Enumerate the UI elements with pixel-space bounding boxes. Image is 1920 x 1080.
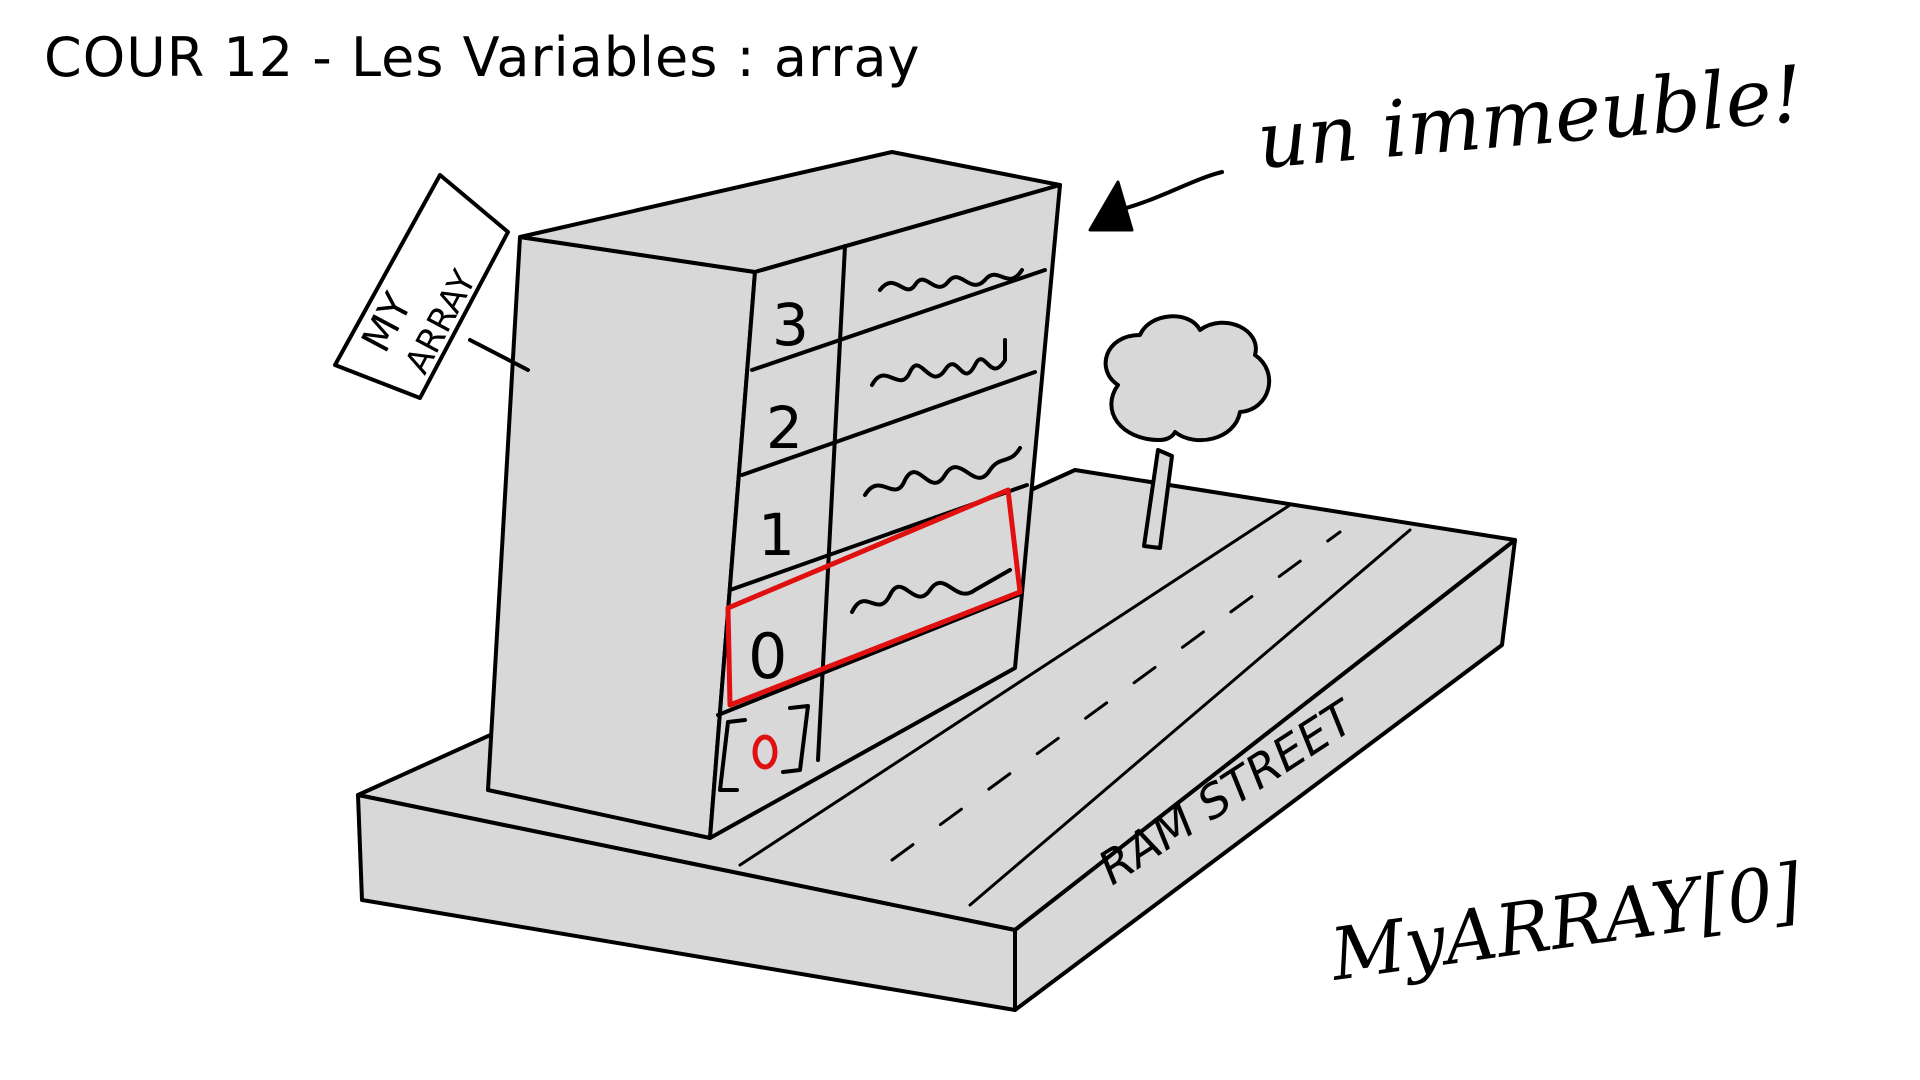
floor-line-2 — [740, 370, 1037, 477]
floor-line-0 — [716, 593, 1020, 717]
page-title: COUR 12 - Les Variables : array — [44, 26, 921, 89]
floor-values — [850, 268, 1024, 614]
building-side — [486, 235, 757, 840]
array-sign: MY ARRAY — [333, 173, 530, 400]
bottom-expression: MyARRAY[0] — [1324, 848, 1807, 997]
tree-drawing — [1103, 314, 1272, 550]
annotation-arrow — [1088, 170, 1224, 232]
slab-side — [1013, 538, 1517, 1012]
floor-value-1 — [863, 446, 1022, 497]
annotation-text: un immeuble! — [1254, 50, 1807, 187]
road-edge-left — [738, 503, 1292, 867]
arrow-shaft — [1110, 170, 1224, 214]
ground-index-label — [718, 704, 810, 792]
floor-index-2: 2 — [766, 394, 803, 462]
building — [486, 150, 1062, 840]
floor-line-3 — [750, 268, 1047, 372]
floor-value-0 — [850, 568, 1012, 614]
tree-crown — [1103, 314, 1272, 443]
floor-value-2 — [870, 338, 1007, 387]
ground-index-zero — [752, 734, 778, 770]
bracket-left — [718, 718, 747, 792]
floor-value-3 — [878, 268, 1024, 292]
sign-board — [333, 173, 510, 400]
tree-trunk — [1142, 448, 1174, 550]
floor-index-3: 3 — [772, 291, 809, 359]
bracket-right — [781, 704, 810, 774]
building-front — [708, 183, 1062, 840]
floor-index-1: 1 — [758, 501, 795, 569]
floor-index-0: 0 — [748, 620, 787, 693]
highlight-box — [725, 487, 1023, 708]
sign-pole — [468, 338, 530, 372]
road-edge-right — [968, 528, 1412, 907]
arrow-head-icon — [1088, 180, 1134, 232]
